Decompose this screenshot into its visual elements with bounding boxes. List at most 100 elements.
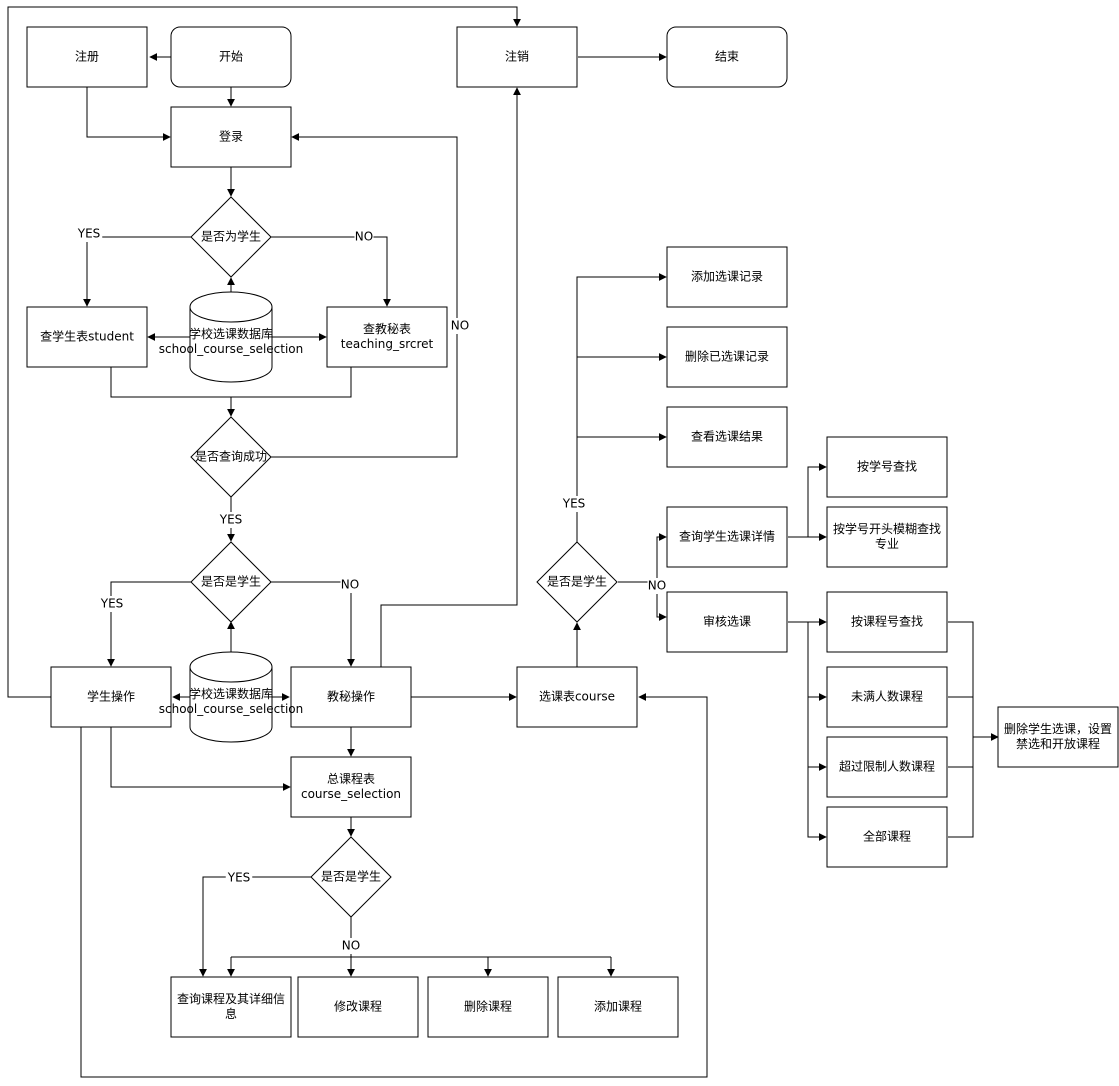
start-node: 开始	[170, 26, 292, 88]
add-selection-record-node: 添加选课记录	[666, 246, 788, 308]
add-selection-record-label: 添加选课记录	[691, 270, 763, 284]
decision3-yes-label: YES	[227, 871, 251, 885]
modify-course-label: 修改课程	[334, 999, 382, 1014]
query-success-no-label-background	[450, 318, 470, 334]
secretary-ops-to-logout	[380, 87, 521, 667]
end-node: 结束	[666, 26, 788, 88]
all-courses-label: 全部课程	[863, 829, 911, 844]
fuzzy-find-by-id-prefix-major-label: 专业	[875, 536, 899, 551]
login-node: 登录	[170, 106, 292, 168]
delete-set-courses-label: 删除学生选课，设置	[1004, 721, 1112, 736]
db-2-label: school_course_selection	[159, 702, 304, 716]
decision2-yes-to-student-ops	[107, 581, 191, 667]
query-secretary-table-label: teaching_srcret	[341, 337, 434, 351]
query-secretary-table-label: 查教秘表	[363, 321, 411, 336]
decision1-yes-label-background	[75, 226, 103, 242]
course-table-label: 总课程表	[327, 771, 375, 786]
view-selection-result-node: 查看选课结果	[666, 406, 788, 468]
is-student-4-decision: 是否是学生	[536, 541, 618, 623]
review-selection-label: 审核选课	[703, 614, 751, 629]
courses-over-limit-label: 超过限制人数课程	[839, 759, 935, 774]
delete-set-courses-label: 禁选和开放课程	[1016, 736, 1100, 751]
end-label: 结束	[715, 50, 739, 64]
decision2-yes-label-background	[98, 596, 126, 612]
decision2-no-to-secretary-ops	[271, 581, 355, 667]
query-success-yes-label-background	[217, 512, 245, 528]
login-label: 登录	[219, 129, 243, 144]
query-success-no-to-login	[271, 133, 458, 458]
find-by-student-id-label: 按学号查找	[857, 459, 917, 474]
review-to-over-limit	[807, 697, 827, 771]
view-selection-result-label: 查看选课结果	[691, 430, 763, 444]
courses-not-full-node: 未满人数课程	[826, 666, 948, 728]
decision4-yes-to-add-record	[576, 273, 667, 542]
all-courses-node: 全部课程	[826, 806, 948, 868]
decision2-yes-label: YES	[100, 597, 124, 611]
student-ops-to-selection-table	[80, 693, 708, 1078]
decision2-no-label-background	[340, 577, 360, 593]
modify-course-node: 修改课程	[297, 976, 419, 1038]
is-student-4-label: 是否是学生	[547, 574, 607, 589]
decision1-yes-to-student-table	[83, 236, 191, 307]
decision3-no-label-background	[341, 938, 361, 954]
db-1-label: 学校选课数据库	[189, 326, 273, 341]
decision4-yes-label-background	[560, 496, 588, 512]
decision1-no-to-secretary-table	[271, 236, 391, 307]
find-by-student-id-node: 按学号查找	[826, 436, 948, 498]
review-to-all-courses	[807, 767, 827, 841]
db-2-label: 学校选课数据库	[189, 686, 273, 701]
selection-table-label: 选课表course	[539, 690, 615, 704]
is-student-3-decision: 是否是学生	[310, 836, 392, 918]
selection-table-node: 选课表course	[516, 666, 638, 728]
delete-course-label: 删除课程	[464, 999, 512, 1014]
logout-label: 注销	[505, 49, 529, 64]
decision4-no-to-query-detail	[618, 533, 667, 583]
query-student-table-label: 查学生表student	[40, 329, 134, 344]
is-student-2-decision: 是否是学生	[190, 541, 272, 623]
start-label: 开始	[219, 50, 243, 64]
find-by-course-to-action	[948, 621, 974, 838]
register-node: 注册	[26, 26, 148, 88]
decision3-no-label: NO	[342, 939, 360, 953]
is-student-3-label: 是否是学生	[321, 869, 381, 884]
courses-over-limit-node: 超过限制人数课程	[826, 736, 948, 798]
review-to-not-full	[807, 622, 827, 701]
courses-not-full-label: 未满人数课程	[851, 689, 923, 704]
decision2-no-label: NO	[341, 578, 359, 592]
decision3-yes-label-background	[225, 870, 253, 886]
find-by-course-id-node: 按课程号查找	[826, 591, 948, 653]
query-success-yes-label: YES	[219, 513, 243, 527]
fuzzy-find-by-id-prefix-major-label: 按学号开头模糊查找	[833, 521, 941, 536]
db-1-label: school_course_selection	[159, 342, 304, 356]
logout-node: 注销	[456, 26, 578, 88]
query-student-selection-detail-node: 查询学生选课详情	[666, 506, 788, 568]
student-ops-node: 学生操作	[50, 666, 172, 728]
secretary-ops-node: 教秘操作	[290, 666, 412, 728]
decision4-yes-label: YES	[562, 497, 586, 511]
decision1-no-label-background	[354, 229, 374, 245]
query-student-table-node: 查学生表student	[26, 306, 148, 368]
find-by-course-id-label: 按课程号查找	[851, 614, 923, 629]
delete-selection-record-label: 删除已选课记录	[685, 349, 769, 364]
is-student-1-label: 是否为学生	[201, 229, 261, 244]
student-ops-to-logout	[7, 6, 521, 698]
secretary-ops-label: 教秘操作	[327, 689, 375, 704]
course-table-label: course_selection	[301, 787, 401, 801]
query-detail-to-find-by-id	[788, 463, 827, 538]
query-success-decision: 是否查询成功	[190, 416, 272, 498]
is-student-1-decision: 是否为学生	[190, 196, 272, 278]
student-ops-label: 学生操作	[87, 689, 135, 704]
decision1-no-label: NO	[355, 230, 373, 244]
register-label: 注册	[75, 49, 99, 64]
query-student-selection-detail-label: 查询学生选课详情	[679, 529, 775, 544]
decision4-no-label: NO	[648, 579, 666, 593]
